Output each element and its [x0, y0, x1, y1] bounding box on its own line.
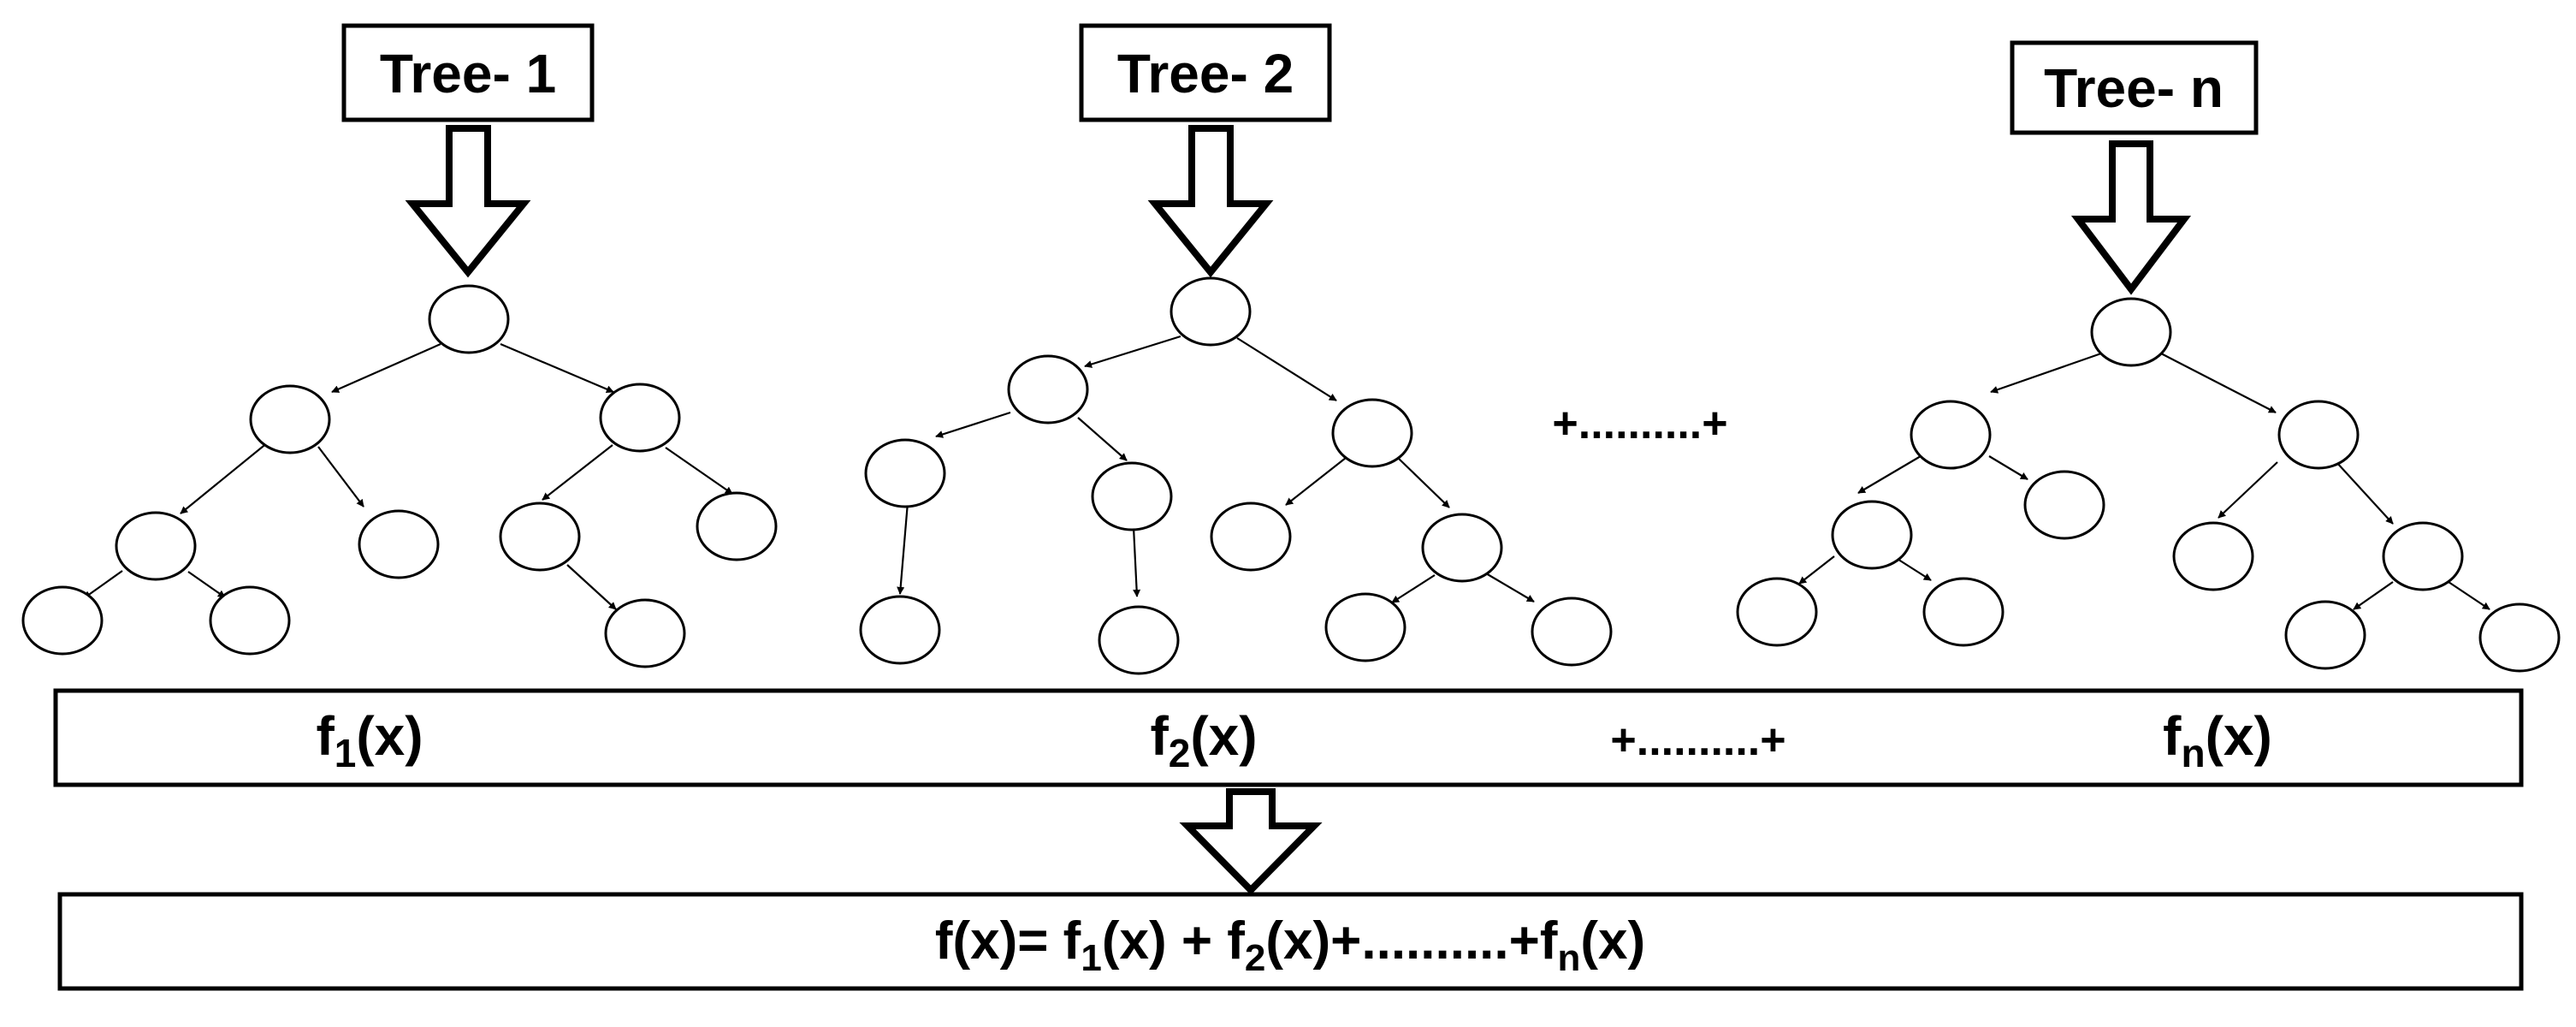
tree-n-label: Tree- n — [2044, 57, 2224, 119]
tree-1 — [21, 284, 778, 668]
tree-node — [1331, 398, 1413, 468]
tree-n-label-box: Tree- n — [2010, 40, 2259, 135]
tree-node — [2090, 297, 2172, 367]
tree-node — [21, 585, 104, 656]
tree-node — [1210, 502, 1292, 572]
output-continuation-text: +..........+ — [1610, 715, 1785, 765]
tree-node — [1007, 354, 1089, 424]
final-sum-formula: f(x)= f1(x) + f2(x)+..........+fn(x) — [935, 911, 1645, 979]
tree-1-label: Tree- 1 — [380, 43, 556, 104]
tree-node — [249, 384, 331, 454]
tree-node — [358, 509, 440, 579]
tree-outputs-row: f1(x) f2(x) +..........+ fn(x) — [53, 688, 2524, 787]
tree-node — [115, 511, 197, 581]
tree-node — [2284, 600, 2366, 670]
tree-n-output: fn(x) — [2163, 705, 2272, 775]
tree-node — [599, 383, 681, 453]
tree-2-label-box: Tree- 2 — [1079, 23, 1332, 122]
tree-node — [2277, 400, 2360, 470]
aggregation-down-arrow — [1179, 788, 1323, 895]
tree-2-down-arrow — [1147, 125, 1274, 278]
tree-node — [604, 598, 686, 668]
tree-node — [209, 585, 291, 656]
tree-node — [696, 491, 778, 561]
tree-2-label: Tree- 2 — [1117, 43, 1294, 104]
tree-node — [1098, 605, 1180, 675]
tree-node — [1324, 592, 1406, 662]
tree-node — [1910, 400, 1992, 470]
tree-1-label-box: Tree- 1 — [341, 23, 595, 122]
tree-n — [1736, 297, 2561, 673]
tree-node — [1170, 276, 1252, 347]
tree-1-output: f1(x) — [316, 705, 423, 775]
tree-node — [2382, 521, 2464, 591]
tree-continuation-text: +..........+ — [1552, 399, 1727, 448]
tree-node — [1831, 500, 1913, 570]
tree-2 — [859, 276, 1613, 675]
tree-1-down-arrow — [405, 125, 531, 278]
tree-node — [1736, 577, 1818, 647]
tree-node — [1922, 577, 2005, 647]
tree-node — [2478, 603, 2561, 673]
tree-node — [864, 438, 946, 508]
tree-node — [859, 595, 941, 665]
tree-node — [428, 284, 510, 354]
tree-node — [1531, 597, 1613, 667]
tree-node — [1421, 513, 1503, 583]
tree-2-output: f2(x) — [1150, 705, 1257, 775]
final-sum-box: f(x)= f1(x) + f2(x)+..........+fn(x) — [57, 892, 2524, 991]
tree-n-down-arrow — [2070, 140, 2192, 295]
tree-node — [2023, 470, 2105, 540]
tree-node — [499, 502, 581, 572]
tree-node — [1091, 461, 1173, 531]
tree-node — [2172, 521, 2254, 591]
